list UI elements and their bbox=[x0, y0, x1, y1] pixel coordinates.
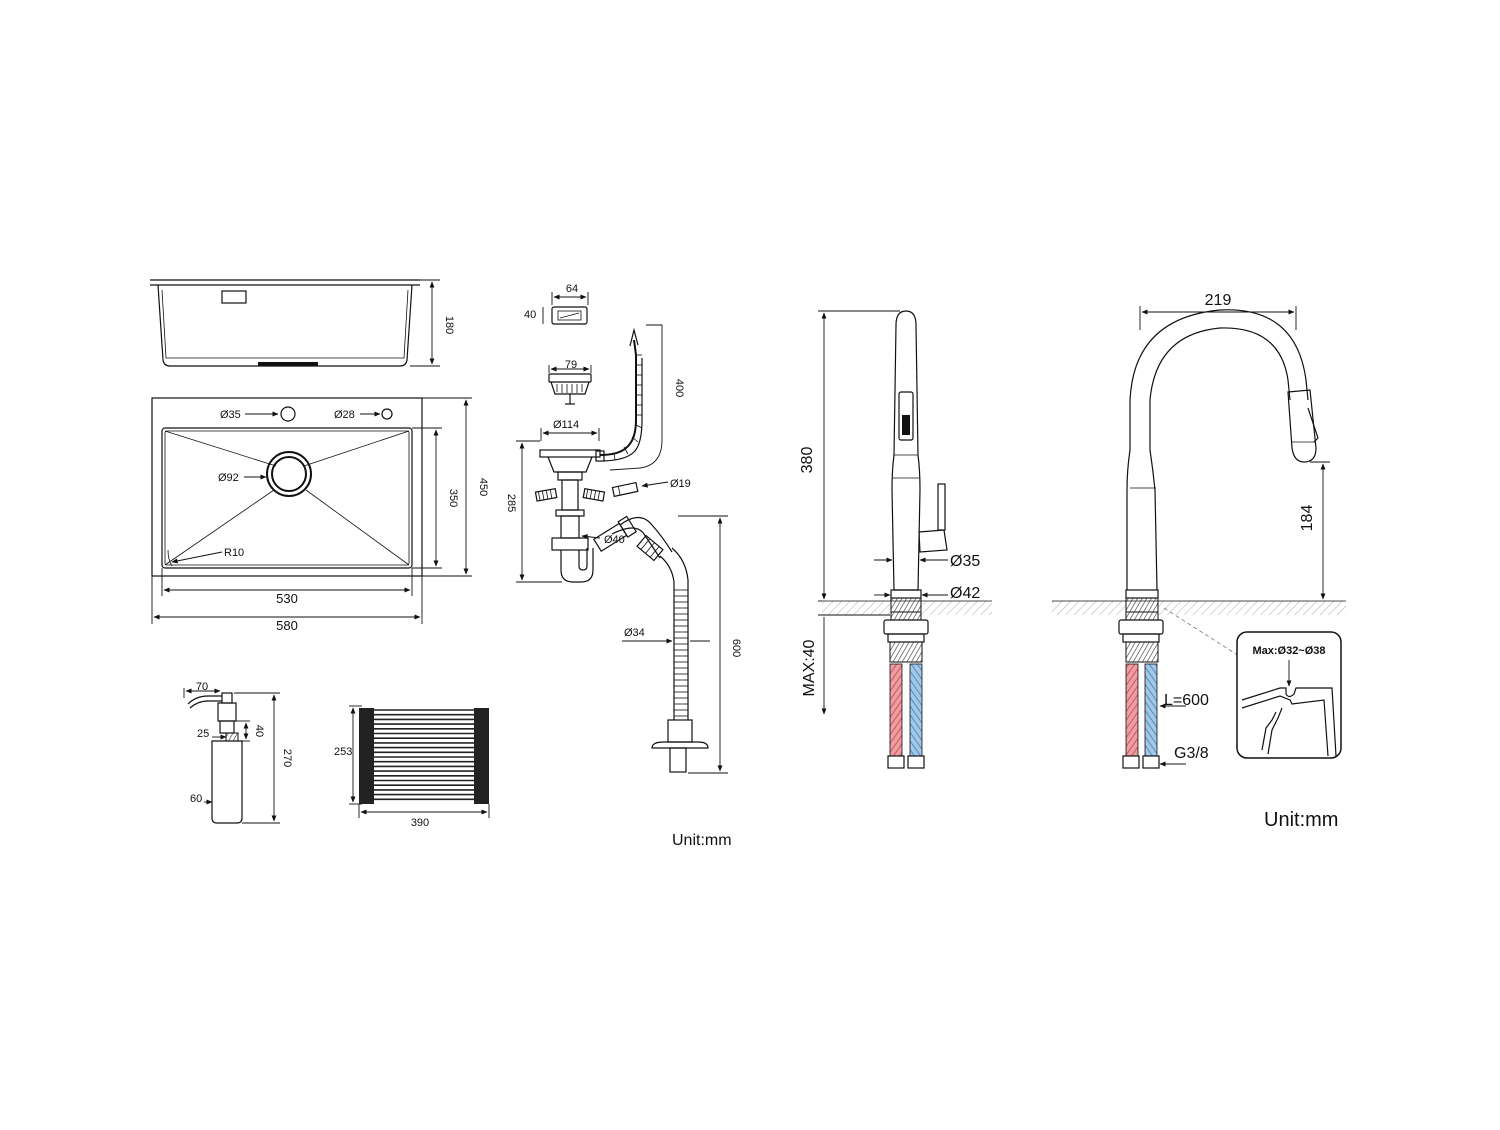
faucet-side-view: 219 184 L=600 G3/8 Max:Ø32~Ø38 Unit:mm bbox=[1052, 292, 1346, 831]
accessory-hole bbox=[381, 408, 393, 420]
hole-28-label: Ø28 bbox=[334, 409, 355, 421]
drain-height-label: 285 bbox=[505, 494, 517, 512]
faucet-height-label: 380 bbox=[799, 447, 816, 474]
drain-flange bbox=[539, 449, 601, 458]
hot-hose-side bbox=[1125, 663, 1139, 757]
overflow-hose-ridges bbox=[613, 364, 643, 461]
sink-outer-width-label: 580 bbox=[276, 618, 298, 633]
overflow-width-label: 64 bbox=[566, 283, 578, 295]
roll-mat-width-label: 390 bbox=[411, 817, 429, 829]
spout-height-label: 184 bbox=[1299, 505, 1316, 532]
drain-kit: 64 40 79 Ø114 bbox=[505, 283, 742, 849]
thread-size-label: G3/8 bbox=[1174, 745, 1209, 762]
roll-mat: 253 390 bbox=[334, 705, 490, 829]
drain-hole bbox=[266, 451, 312, 497]
hose-length-label: 600 bbox=[730, 639, 742, 657]
pipe-diameter-label: Ø40 bbox=[604, 534, 625, 546]
sink-top-view: Ø35 Ø28 Ø92 R10 350 450 530 580 bbox=[151, 397, 489, 633]
drain-diameter-label: Ø92 bbox=[218, 472, 239, 484]
cold-hose-front bbox=[909, 663, 923, 757]
overflow-hose-length-label: 400 bbox=[673, 379, 685, 397]
sink-side-view: 180 bbox=[150, 279, 455, 367]
faucet-handle-diameter-label: Ø35 bbox=[950, 553, 980, 570]
dispenser-bottle-label: 60 bbox=[190, 793, 202, 805]
soap-dispenser: 70 25 40 270 60 bbox=[183, 681, 293, 824]
strainer-width-label: 79 bbox=[565, 359, 577, 371]
overflow-cover bbox=[551, 306, 588, 325]
sink-inner-height-label: 350 bbox=[447, 489, 459, 507]
spray-head bbox=[1287, 389, 1317, 463]
max-thickness-label: MAX:40 bbox=[801, 639, 818, 696]
hole-detail-callout bbox=[1236, 631, 1342, 759]
faucet-reach-label: 219 bbox=[1205, 292, 1232, 309]
sink-outer-height-label: 450 bbox=[477, 478, 489, 496]
dispenser-neck-label: 25 bbox=[197, 728, 209, 740]
sink-inner-width-label: 530 bbox=[276, 591, 298, 606]
overflow-height-label: 40 bbox=[524, 309, 536, 321]
dispenser-head-label: 40 bbox=[253, 725, 265, 737]
drain-unit-label: Unit:mm bbox=[672, 832, 732, 849]
corner-radius-label: R10 bbox=[224, 547, 244, 559]
dispenser-spout-label: 70 bbox=[196, 681, 208, 693]
faucet-front-body bbox=[891, 310, 921, 591]
faucet-spout bbox=[1126, 309, 1309, 590]
cold-hose-side bbox=[1144, 663, 1158, 757]
faucet-unit-label: Unit:mm bbox=[1264, 809, 1338, 831]
drain-hose-ridges bbox=[674, 589, 688, 717]
flange-diameter-label: Ø114 bbox=[553, 419, 579, 431]
faucet-front-handle bbox=[918, 529, 948, 553]
faucet-base-diameter-label: Ø42 bbox=[950, 585, 980, 602]
roll-mat-bars bbox=[374, 709, 474, 801]
strainer-basket bbox=[548, 373, 592, 383]
hose-length-side-label: L=600 bbox=[1164, 692, 1209, 709]
overflow-pipe-label: Ø19 bbox=[670, 478, 691, 490]
sink-side-height-label: 180 bbox=[443, 316, 455, 334]
hot-hose-front bbox=[889, 663, 903, 757]
roll-mat-height-label: 253 bbox=[334, 746, 352, 758]
hole-35-label: Ø35 bbox=[220, 409, 241, 421]
hole-range-label: Max:Ø32~Ø38 bbox=[1252, 645, 1325, 657]
faucet-front-view: 380 Ø35 Ø42 MAX:40 bbox=[799, 310, 992, 769]
dispenser-height-label: 270 bbox=[281, 749, 293, 767]
faucet-hole bbox=[280, 406, 296, 422]
hose-diameter-label: Ø34 bbox=[624, 627, 645, 639]
